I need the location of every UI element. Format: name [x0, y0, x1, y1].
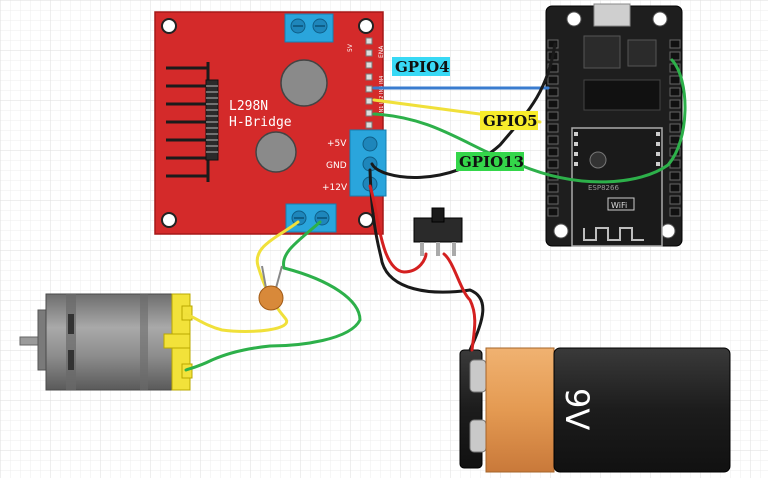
pin-label-12v: +12V	[322, 183, 348, 193]
wire-gnd-esp	[370, 42, 557, 180]
usb-serial-chip	[583, 35, 621, 69]
motor-a-terminal	[284, 13, 334, 43]
header-label-in: IN1 IN2 IN3 IN4	[379, 76, 385, 114]
dc-motor	[19, 293, 193, 391]
ceramic-capacitor	[258, 265, 284, 311]
wire-gnd-battery	[368, 168, 485, 352]
mount-hole	[161, 18, 177, 34]
svg-text:GPIO5: GPIO5	[483, 112, 538, 130]
usb-port	[593, 3, 631, 27]
pin-label-5v: +5V	[327, 139, 347, 149]
wifi-label: WiFi	[611, 201, 627, 210]
antenna-trace	[583, 227, 644, 241]
battery-voltage: 9V	[558, 388, 596, 430]
svg-text:GPIO13: GPIO13	[459, 153, 524, 171]
slide-switch	[413, 207, 463, 256]
wire-motor-yellow	[184, 220, 300, 333]
control-header	[365, 37, 373, 129]
gpio13-label: GPIO13	[456, 152, 524, 171]
l298n-board: L298N H-Bridge 5V ENA IN1 IN2 IN3 IN4 +5…	[154, 11, 387, 235]
esp-module	[571, 127, 663, 247]
wire-motor-green	[184, 220, 362, 372]
svg-text:GPIO4: GPIO4	[395, 58, 450, 76]
battery-9v: 9V	[459, 347, 731, 473]
capacitor	[280, 59, 328, 107]
motor-b-terminal	[285, 203, 337, 233]
header-label-5v: 5V	[347, 43, 354, 52]
mount-hole	[358, 18, 374, 34]
wire-gpio13	[372, 58, 687, 184]
gpio4-label: GPIO4	[392, 57, 450, 76]
wire-switch-battery	[442, 252, 477, 352]
mount-hole	[358, 212, 374, 228]
mount-hole	[161, 212, 177, 228]
esp-module-name: ESP8266	[588, 184, 619, 192]
wifi-logo	[607, 197, 635, 211]
wire-12v	[368, 184, 428, 274]
pin-label-gnd: GND	[326, 161, 347, 171]
capacitor	[255, 131, 297, 173]
l298n-chip	[205, 79, 219, 161]
header-label-ena: ENA	[378, 45, 385, 58]
esp8266-board: ESP8266 WiFi	[545, 3, 683, 247]
power-terminal	[349, 129, 387, 197]
chip-subtitle: H-Bridge	[229, 115, 292, 130]
gpio5-label: GPIO5	[480, 111, 538, 130]
chip-name: L298N	[229, 99, 268, 114]
